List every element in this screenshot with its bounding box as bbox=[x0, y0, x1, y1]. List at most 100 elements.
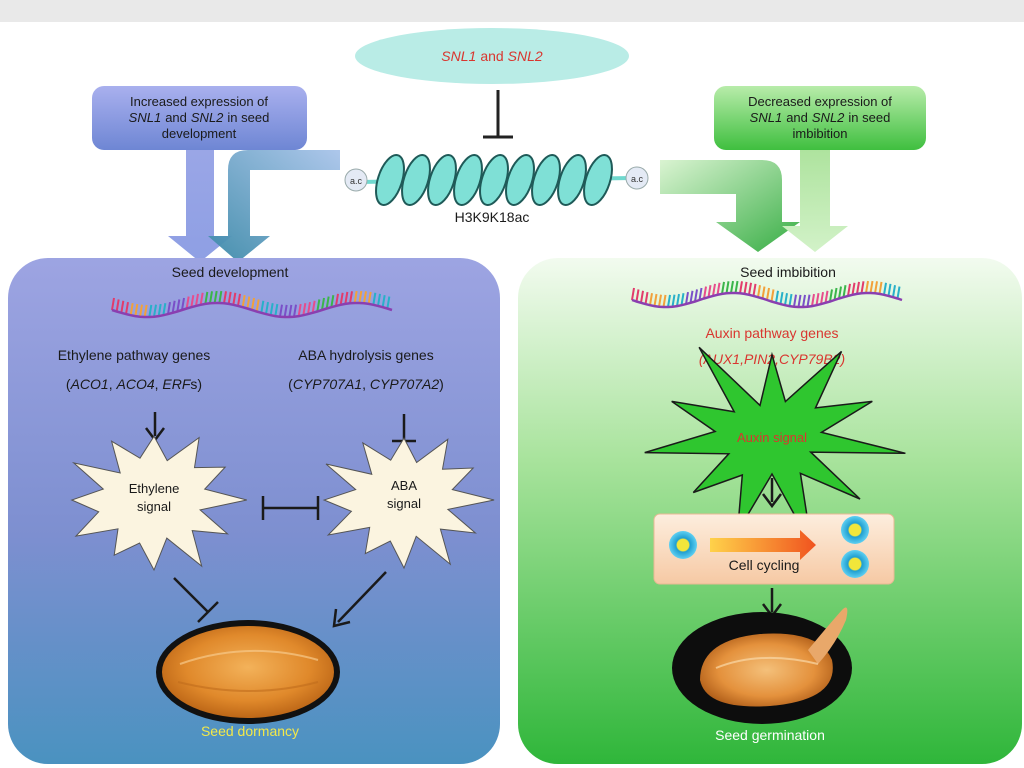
ethylene-genes-list: (ACO1, ACO4, ERFs) bbox=[66, 376, 202, 392]
histone-coil bbox=[401, 153, 431, 207]
dna-base bbox=[167, 301, 171, 315]
dna-base bbox=[288, 304, 293, 318]
dna-base bbox=[784, 293, 788, 306]
cellcycle-activation-arrow bbox=[762, 478, 782, 509]
histone-coil bbox=[427, 153, 457, 207]
dec-line1: Decreased expression of bbox=[748, 94, 892, 109]
dna-base bbox=[199, 292, 204, 305]
dna-base bbox=[185, 296, 190, 309]
dna-base bbox=[662, 294, 667, 308]
dna-base bbox=[856, 281, 860, 295]
dna-base bbox=[325, 296, 330, 309]
dna-base bbox=[386, 296, 391, 309]
acetyl-badge-right bbox=[625, 166, 649, 190]
regulator-inhibition bbox=[483, 90, 513, 139]
dna-base bbox=[658, 294, 662, 307]
parent-cell bbox=[669, 531, 697, 559]
dna-base bbox=[667, 294, 671, 308]
dna-base bbox=[339, 292, 344, 305]
dna-base bbox=[712, 283, 716, 297]
dna-base bbox=[847, 283, 851, 297]
acetyl-label-left: a.c bbox=[350, 176, 363, 186]
dna-base bbox=[157, 303, 162, 317]
acetyl-badge-left bbox=[344, 168, 368, 192]
dna-base bbox=[283, 304, 288, 318]
dna-base bbox=[883, 282, 887, 295]
dna-base bbox=[372, 292, 377, 305]
dna-base bbox=[811, 293, 815, 307]
dna-base bbox=[255, 299, 260, 312]
acetyl-label-right: a.c bbox=[631, 174, 644, 184]
dna-base bbox=[833, 287, 838, 301]
dna-base bbox=[640, 290, 644, 304]
dna-base bbox=[779, 291, 784, 305]
dna-base bbox=[311, 300, 316, 314]
dna-base bbox=[330, 294, 335, 308]
seed-germination-label: Seed germination bbox=[715, 727, 825, 743]
aba-to-dormancy-arrow bbox=[332, 571, 387, 628]
ethylene-to-dormancy-inhibition bbox=[173, 577, 219, 623]
dna-base bbox=[770, 289, 775, 302]
arrow-increased-down bbox=[168, 150, 232, 262]
dna-base bbox=[649, 293, 653, 306]
dna-base bbox=[851, 282, 856, 295]
dna-base bbox=[896, 286, 901, 299]
dna-base bbox=[743, 281, 748, 295]
dna-base bbox=[153, 304, 157, 317]
aba-signal-line2: signal bbox=[387, 496, 421, 511]
auxin-genes-title: Auxin pathway genes bbox=[705, 325, 838, 341]
dna-base bbox=[307, 301, 311, 315]
dna-base bbox=[824, 290, 829, 304]
dna-base bbox=[721, 281, 725, 295]
dna-base bbox=[316, 299, 321, 312]
inc-line1: Increased expression of bbox=[130, 94, 268, 109]
dna-base bbox=[716, 282, 721, 295]
dna-base bbox=[635, 289, 640, 302]
dna-strand-left bbox=[111, 290, 393, 319]
aba-signal-star: ABA signal bbox=[322, 437, 495, 570]
dna-base bbox=[265, 301, 269, 315]
histone-coil bbox=[505, 153, 535, 207]
dna-base bbox=[860, 281, 865, 294]
dna-base bbox=[358, 290, 363, 304]
dna-base bbox=[297, 303, 302, 317]
seed-imbibition-panel: Seed imbibition Auxin pathway genes (AUX… bbox=[518, 258, 1022, 764]
dna-base bbox=[227, 291, 232, 305]
dna-base bbox=[241, 294, 246, 308]
dna-base bbox=[793, 294, 797, 307]
dna-base bbox=[139, 304, 143, 317]
dna-base bbox=[223, 291, 227, 304]
dna-base bbox=[761, 286, 766, 299]
dna-base bbox=[829, 289, 833, 302]
arrow-chromatin-to-development bbox=[208, 150, 340, 262]
dna-base bbox=[752, 283, 757, 297]
dna-base bbox=[842, 284, 847, 298]
dna-base bbox=[377, 293, 381, 307]
dna-base bbox=[707, 284, 712, 298]
dec-line3: imbibition bbox=[793, 126, 848, 141]
aba-signal-line1: ABA bbox=[391, 478, 417, 493]
dna-base bbox=[349, 291, 353, 304]
ethylene-signal-line2: signal bbox=[137, 499, 171, 514]
dna-base bbox=[671, 294, 676, 307]
dna-base bbox=[190, 294, 195, 308]
histone-coil bbox=[557, 153, 587, 207]
cell-cycle-arrow bbox=[710, 530, 816, 560]
inc-line3: development bbox=[162, 126, 237, 141]
dna-backbone bbox=[111, 301, 393, 319]
germinating-seed-image bbox=[672, 607, 852, 724]
dna-base bbox=[353, 290, 358, 304]
dna-base bbox=[363, 291, 367, 304]
dna-base bbox=[815, 293, 820, 306]
seed-development-title: Seed development bbox=[172, 264, 289, 280]
dormant-seed-image bbox=[156, 620, 340, 724]
dna-base bbox=[865, 280, 869, 294]
dna-base bbox=[115, 299, 120, 312]
dna-base bbox=[213, 290, 218, 304]
seed-imbibition-title: Seed imbibition bbox=[740, 264, 836, 280]
daughter-cell-2 bbox=[841, 550, 869, 578]
